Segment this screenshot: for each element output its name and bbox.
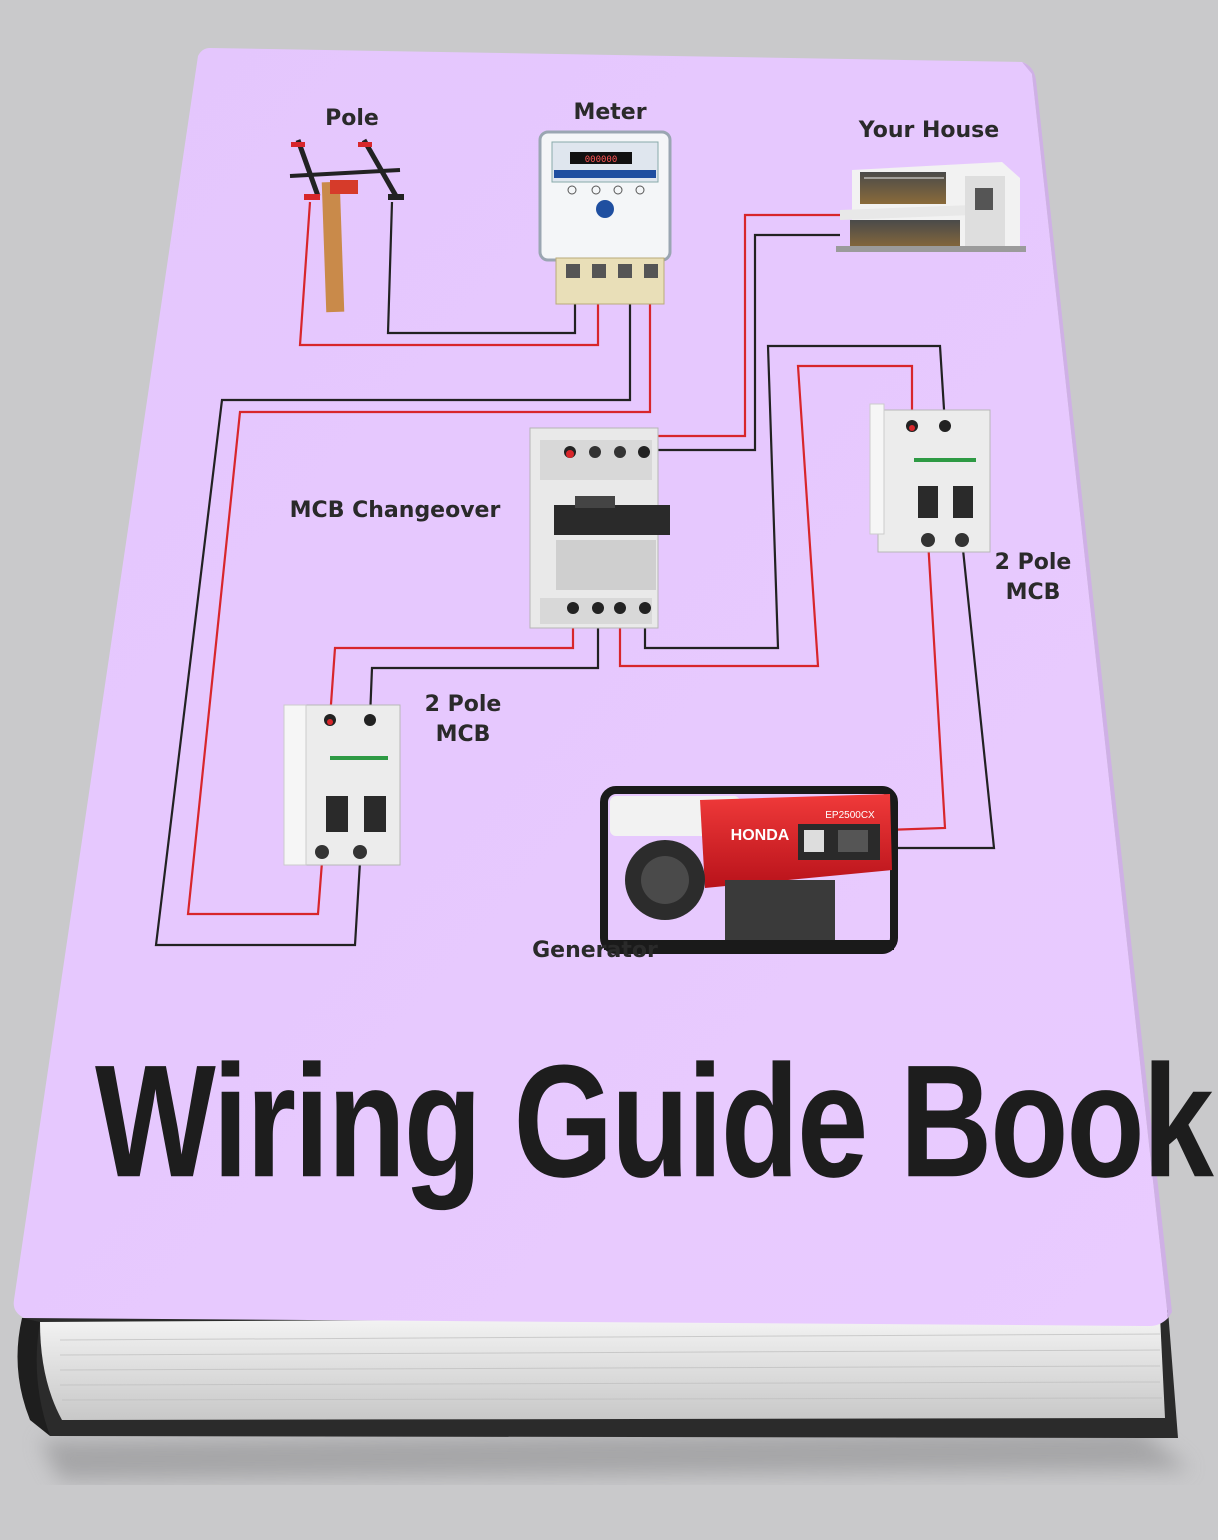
- pole-label: Pole: [325, 106, 379, 131]
- generator-icon: HONDA EP2500CX: [600, 786, 898, 954]
- utility-pole-icon: [289, 138, 404, 313]
- meter-label: Meter: [573, 100, 647, 125]
- energy-meter-icon: [538, 130, 672, 305]
- spine-hinge: [17, 1318, 50, 1436]
- wire-pole-neutral: [386, 201, 577, 335]
- mcb-changeover-label: MCB Changeover: [289, 498, 501, 523]
- wire-rightmcb-gen-neutral: [885, 539, 996, 850]
- book-title: Wiring Guide Book: [95, 1032, 1214, 1212]
- generator-model-text: EP2500CX: [825, 810, 875, 821]
- meter-reading: 000000: [585, 155, 618, 165]
- wire-meter-neutral-out: [154, 290, 632, 947]
- right-mcb-icon: [869, 403, 991, 553]
- wire-leftmcb-changeover-neutral: [368, 612, 600, 719]
- wire-changeover-rightmcb-phase: [618, 364, 914, 668]
- wire-rightmcb-gen-phase: [884, 539, 947, 832]
- changeover-switch-icon: [529, 427, 670, 629]
- generator-brand-text: HONDA: [731, 827, 790, 844]
- generator-label: Generator: [532, 938, 658, 963]
- house-icon: [836, 162, 1026, 252]
- wire-meter-phase-out: [186, 290, 652, 916]
- left-mcb-label: 2 Pole MCB: [424, 692, 502, 747]
- wire-leftmcb-changeover-phase: [328, 612, 575, 719]
- page-lines: [59, 1333, 1163, 1401]
- cover-right-edge: [1022, 62, 1172, 1318]
- your-house-label: Your House: [858, 118, 1000, 143]
- left-mcb-icon: [283, 704, 401, 866]
- wire-pole-phase: [298, 201, 600, 347]
- front-cover: [13, 48, 1169, 1326]
- wire-changeover-rightmcb-neutral: [643, 344, 947, 650]
- right-mcb-label: 2 Pole MCB: [994, 550, 1072, 605]
- book-shadow: [40, 1430, 1190, 1480]
